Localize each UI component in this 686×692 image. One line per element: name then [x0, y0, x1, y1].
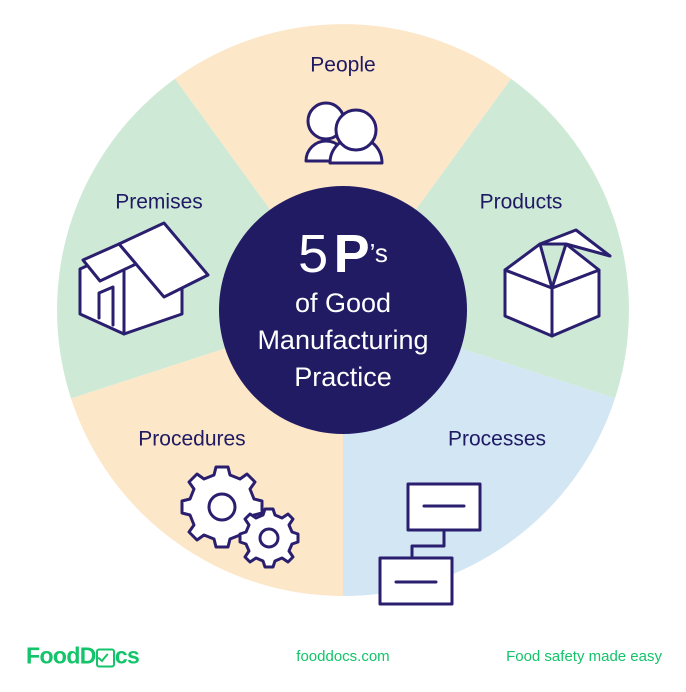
hub-line3: Manufacturing — [257, 325, 428, 355]
segment-label-products[interactable]: Products — [480, 191, 563, 214]
logo-text-before: FoodD — [26, 642, 96, 669]
hub-circle — [219, 186, 467, 434]
segment-people[interactable] — [174, 24, 512, 310]
hub-line4: Practice — [294, 362, 392, 392]
checkbox-icon — [95, 648, 115, 668]
segment-label-processes[interactable]: Processes — [448, 428, 546, 451]
hub-number: 5 — [298, 224, 329, 284]
hub-letter: P — [334, 224, 370, 284]
footer-tagline: Food safety made easy — [506, 647, 662, 665]
segment-label-premises[interactable]: Premises — [115, 191, 203, 214]
footer-website-link[interactable]: fooddocs.com — [296, 647, 390, 665]
hub-suffix: ’s — [370, 238, 388, 268]
gmp-wheel-infographic: 5 P’s of Good Manufacturing Practice Peo… — [57, 24, 629, 606]
house-icon — [78, 221, 210, 336]
footer: FoodD cs fooddocs.com Food safety made ea… — [0, 620, 686, 692]
gears-icon — [180, 465, 300, 569]
segment-label-people[interactable]: People — [310, 54, 375, 77]
hub-line2: of Good — [295, 288, 391, 318]
flowchart-icon — [378, 482, 482, 606]
hub-title-line1: 5 P’s — [298, 224, 388, 284]
logo-text-after: cs — [114, 642, 140, 669]
fooddocs-logo[interactable]: FoodD cs — [26, 642, 140, 670]
two-people-icon — [304, 101, 384, 165]
wheel-svg: 5 P’s of Good Manufacturing Practice Peo… — [57, 24, 629, 606]
segment-label-procedures[interactable]: Procedures — [138, 428, 245, 451]
open-box-icon — [503, 228, 612, 338]
